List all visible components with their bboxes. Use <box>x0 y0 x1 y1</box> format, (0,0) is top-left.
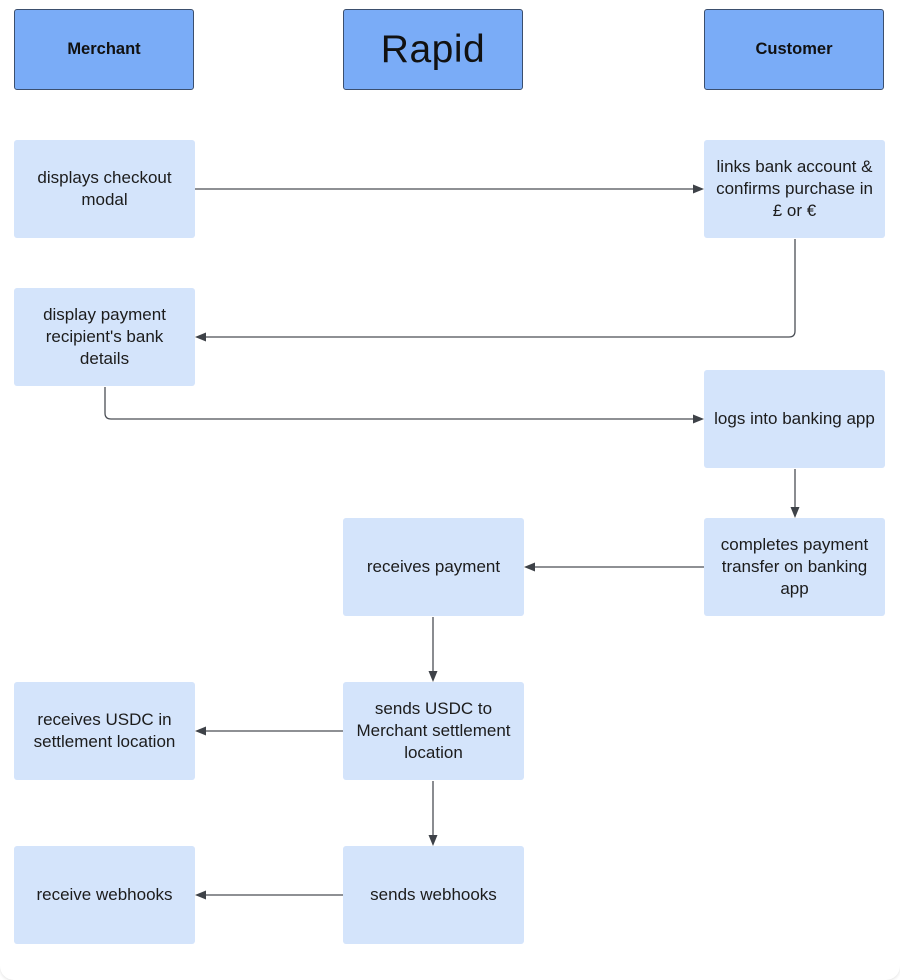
arrowhead-sends-webhooks <box>428 835 438 846</box>
arrowhead-receive-webhooks <box>195 890 206 900</box>
step-sends-webhooks: sends webhooks <box>343 846 524 944</box>
step-logs-into-banking-app: logs into banking app <box>704 370 885 468</box>
step-receive-webhooks: receive webhooks <box>14 846 195 944</box>
arrowhead-sends-usdc <box>428 671 438 682</box>
step-displays-checkout-modal: displays checkout modal <box>14 140 195 238</box>
lane-header-merchant: Merchant <box>14 9 194 90</box>
lane-header-rapid: Rapid <box>343 9 523 90</box>
step-receives-usdc: receives USDC in settlement location <box>14 682 195 780</box>
connector-recipient-to-logs-banking <box>104 387 693 420</box>
lane-header-customer: Customer <box>704 9 884 90</box>
step-receives-payment: receives payment <box>343 518 524 616</box>
arrowhead-completes <box>790 507 800 518</box>
arrowhead-receives-usdc <box>195 726 206 736</box>
step-display-recipient-bank-details: display payment recipient's bank details <box>14 288 195 386</box>
arrowhead-receives-payment <box>524 562 535 572</box>
step-completes-payment-transfer: completes payment transfer on banking ap… <box>704 518 885 616</box>
arrowhead-recipient <box>195 332 206 342</box>
step-links-bank-account: links bank account & confirms purchase i… <box>704 140 885 238</box>
arrowhead-link-bank <box>693 184 704 194</box>
step-sends-usdc: sends USDC to Merchant settlement locati… <box>343 682 524 780</box>
connector-link-bank-to-recipient <box>206 239 796 338</box>
arrowhead-logs-banking <box>693 414 704 424</box>
